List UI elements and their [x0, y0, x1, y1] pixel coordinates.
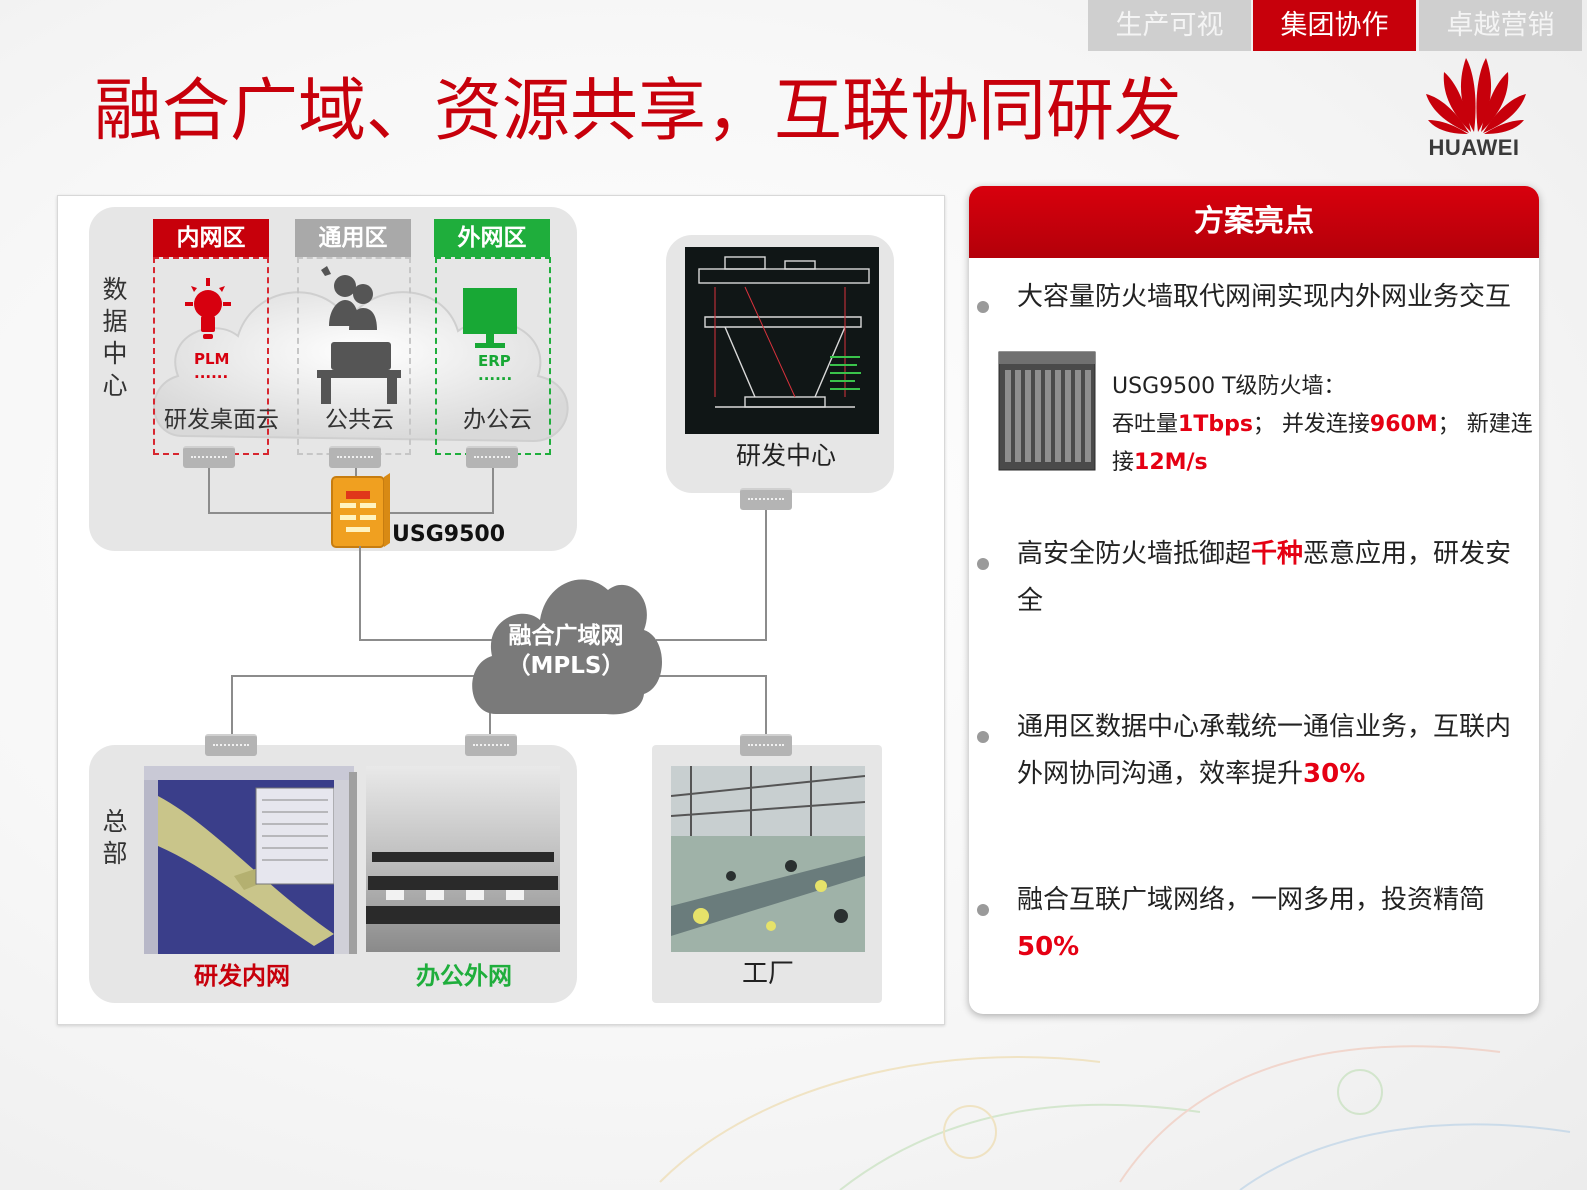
switch-hq-rd: [205, 734, 257, 756]
factory-image: [671, 766, 865, 952]
wan-label-line1: 融合广域网: [508, 623, 624, 649]
wan-label: 融合广域网 （MPLS）: [478, 621, 654, 681]
highlight-point-1: 大容量防火墙取代网闸实现内外网业务交互: [1017, 282, 1512, 312]
switch-hq-office: [465, 734, 517, 756]
highlight-point-2: 高安全防火墙抵御超千种恶意应用，研发安全: [1017, 539, 1512, 616]
office-room-icon: [366, 766, 560, 952]
area-title-intranet: 内网区: [153, 219, 269, 257]
tab-group-collaboration[interactable]: 集团协作: [1253, 0, 1416, 51]
bullet-icon: [977, 731, 989, 743]
switch-intranet: [183, 446, 235, 468]
switch-common: [329, 446, 381, 468]
network-diagram-panel: 数据中心 内网区 通用区 外网区 PLM ......: [57, 195, 945, 1025]
bullet-icon: [977, 301, 989, 313]
rd-desktop-cloud-label: 研发桌面云: [164, 407, 279, 433]
hq-label: 总部: [102, 807, 128, 868]
area-title-common: 通用区: [295, 219, 411, 257]
huawei-logo-text: HUAWEI: [1428, 135, 1520, 160]
factory-floor-icon: [671, 766, 865, 952]
people-desk-icon: [317, 266, 401, 404]
highlight-point-3: 通用区数据中心承载统一通信业务，互联内外网协同沟通，效率提升30%: [1017, 712, 1512, 789]
cad-drawing-icon: [698, 256, 870, 408]
rd-intranet-image: [144, 766, 354, 954]
plm-dots: ......: [194, 364, 229, 382]
factory-label: 工厂: [741, 959, 794, 989]
lightbulb-icon: [185, 278, 231, 339]
highlights-panel: 方案亮点 大容量防火墙取代网闸实现内外网业务交互 USG9500 T级防火墙： …: [969, 186, 1539, 1014]
tab-excellent-marketing[interactable]: 卓越营销: [1419, 0, 1582, 51]
background-sketch-icon: [659, 1045, 1571, 1190]
office-cloud-label: 办公云: [463, 407, 532, 433]
firewall-label: USG9500: [392, 522, 505, 547]
wan-cloud-icon: [472, 579, 662, 715]
office-extranet-label: 办公外网: [416, 962, 512, 990]
page-title: 融合广域、资源共享，互联协同研发: [94, 72, 1183, 151]
office-extranet-image: [366, 766, 560, 952]
highlights-header: 方案亮点: [969, 186, 1539, 258]
aircraft-cad-icon: [144, 766, 354, 954]
tab-production-visual[interactable]: 生产可视: [1088, 0, 1251, 51]
erp-label: ERP: [478, 352, 511, 370]
monitor-icon: [463, 288, 517, 348]
erp-dots: ......: [478, 366, 513, 384]
bullet-icon: [977, 904, 989, 916]
switch-factory: [740, 734, 792, 756]
usg9500-spec: USG9500 T级防火墙： 吞吐量1Tbps； 并发连接960M； 新建连接1…: [1112, 368, 1539, 482]
rd-center-image: [685, 247, 879, 434]
rd-intranet-label: 研发内网: [194, 962, 290, 990]
rd-center-label: 研发中心: [736, 441, 836, 470]
datacenter-label: 数据中心: [102, 275, 128, 400]
switch-rd-center: [740, 488, 792, 510]
firewall-icon: [331, 473, 390, 548]
plm-label: PLM: [194, 350, 230, 368]
spec-line-2: 吞吐量1Tbps； 并发连接960M； 新建连接12M/s: [1112, 412, 1533, 475]
spec-line-1: USG9500 T级防火墙：: [1112, 374, 1346, 399]
public-cloud-label: 公共云: [325, 407, 394, 433]
wan-label-line2: （MPLS）: [507, 653, 625, 679]
huawei-logo-icon: [1426, 58, 1526, 134]
bullet-icon: [977, 558, 989, 570]
area-title-extranet: 外网区: [434, 219, 550, 257]
usg9500-device-icon: [998, 351, 1096, 471]
switch-extranet: [466, 446, 518, 468]
